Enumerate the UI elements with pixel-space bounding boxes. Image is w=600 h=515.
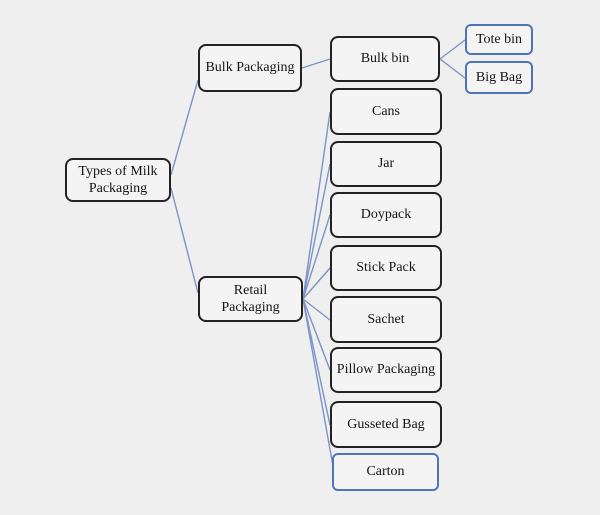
node-label: Bulk bin [360,51,410,67]
node-label: Stick Pack [356,260,416,276]
node-label: Jar [377,156,395,172]
node-label: Types of Milk Packaging [78,163,158,197]
node-label: Sachet [367,311,405,327]
node-pillow-packaging[interactable]: Pillow Packaging [330,347,442,393]
edge-root-bulk-packaging [170,79,199,176]
node-tote-bin[interactable]: Tote bin [465,24,533,55]
node-label: Doypack [360,207,412,223]
node-label: Pillow Packaging [336,362,436,378]
node-sachet[interactable]: Sachet [330,296,442,343]
node-stick-pack[interactable]: Stick Pack [330,245,442,291]
node-types-of-milk-packaging[interactable]: Types of Milk Packaging [65,158,171,202]
node-doypack[interactable]: Doypack [330,192,442,238]
node-cans[interactable]: Cans [330,88,442,135]
edge-bulk-bin-big-bag [439,58,466,79]
node-label: Retail Packaging [221,282,280,316]
node-jar[interactable]: Jar [330,141,442,187]
node-gusseted-bag[interactable]: Gusseted Bag [330,401,442,448]
node-bulk-packaging[interactable]: Bulk Packaging [198,44,302,92]
edge-retail-stick-pack [302,267,331,300]
edge-bulk-bin-tote-bin [439,39,466,60]
edge-retail-carton [302,298,334,467]
edge-bulk-packaging-bulk-bin [301,58,331,69]
node-label: Carton [366,464,405,480]
edge-retail-sachet [302,298,331,321]
node-label: Big Bag [475,69,523,85]
node-bulk-bin[interactable]: Bulk bin [330,36,440,82]
edge-retail-pillow-packaging [302,298,331,371]
node-retail-packaging[interactable]: Retail Packaging [198,276,303,322]
node-label: Tote bin [475,31,523,47]
node-carton[interactable]: Carton [332,453,439,491]
node-label: Gusseted Bag [347,416,425,432]
edge-root-retail-packaging [170,187,199,294]
edge-retail-cans [302,111,331,300]
node-label: Bulk Packaging [205,60,295,76]
node-big-bag[interactable]: Big Bag [465,61,533,94]
node-label: Cans [372,103,400,119]
edge-retail-gusseted-bag [302,298,331,426]
edge-retail-doypack [302,214,331,300]
edge-retail-jar [302,163,331,300]
